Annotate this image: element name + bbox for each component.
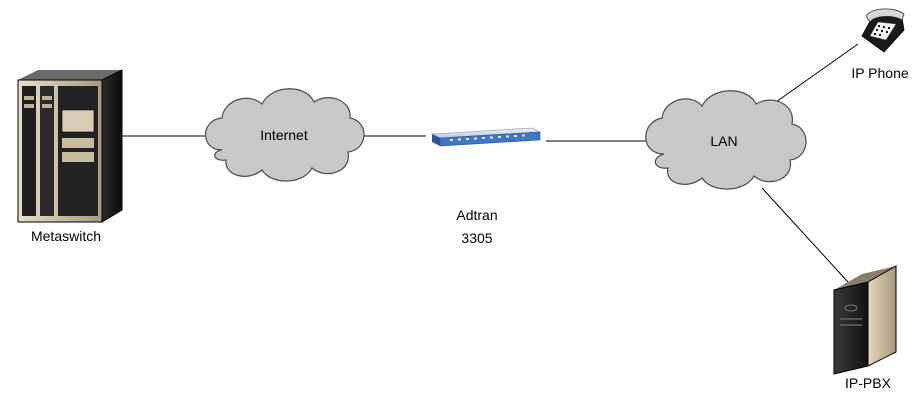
- internet-label: Internet: [260, 127, 308, 143]
- lan-cloud-icon: [645, 90, 807, 190]
- metaswitch-server-icon: [17, 69, 123, 223]
- adtran-label-line2: 3305: [461, 230, 492, 246]
- connections: [122, 43, 859, 283]
- ip-pbx-label: IP-PBX: [845, 375, 892, 391]
- link-lan-ipphone: [775, 43, 859, 103]
- internet-cloud-icon: [205, 88, 365, 182]
- ip-phone-label: IP Phone: [851, 65, 909, 81]
- lan-label: LAN: [710, 133, 737, 149]
- ip-pbx-server-icon: [833, 265, 897, 375]
- adtran-router-icon: [430, 127, 542, 147]
- link-lan-ippbx: [761, 187, 849, 283]
- adtran-label-line1: Adtran: [456, 207, 497, 223]
- ip-phone-icon: [861, 8, 905, 53]
- metaswitch-label: Metaswitch: [31, 228, 101, 244]
